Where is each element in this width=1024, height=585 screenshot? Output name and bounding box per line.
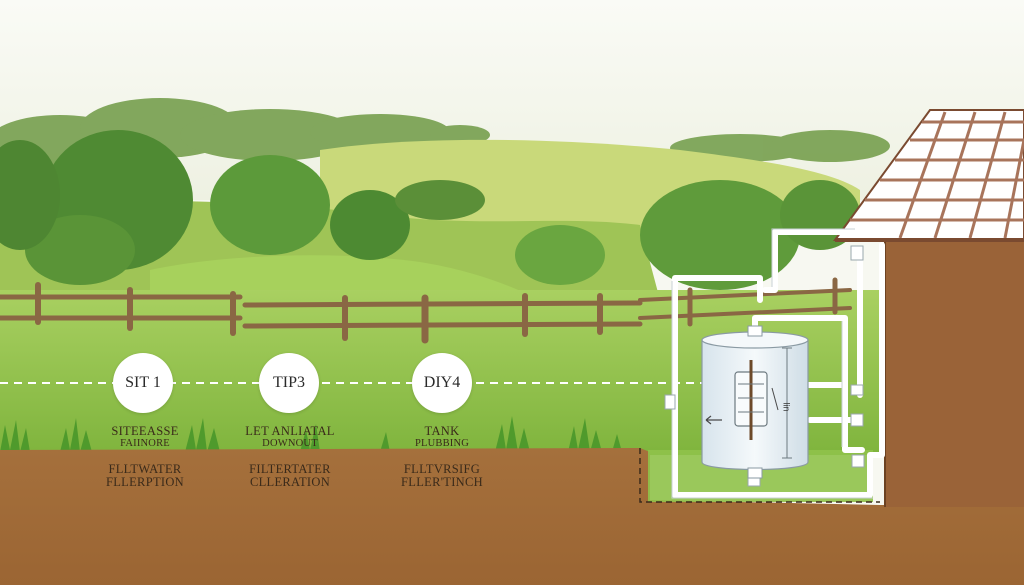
step-1-line-3: FLLTWATER	[108, 462, 182, 477]
step-circle-2: TIP3	[259, 353, 319, 413]
step-3-text: TANK PLUBBING FLLTVRSIFG FLLER'TINCH	[377, 424, 507, 490]
left-green-hill	[150, 255, 540, 300]
step-2-line-3: FILTERTATER	[249, 462, 331, 477]
step-1-line-4: FLLERPTION	[106, 475, 184, 490]
step-2-text: LET ANLIATAL DOWNOUT FILTERTATER CLLERAT…	[225, 424, 355, 490]
wooden-fence	[0, 277, 852, 344]
house-roof	[833, 109, 1024, 242]
step-3-line-3: FLLTVRSIFG	[403, 462, 481, 477]
step-1-line-1: SITEEASSE	[111, 424, 179, 438]
step-circle-1-label: SIT 1	[125, 374, 161, 391]
soil-cross-section	[0, 448, 1024, 585]
step-2-line-1: LET ANLIATAL	[245, 424, 335, 438]
step-2-line-2: DOWNOUT	[262, 438, 318, 450]
water-tank	[701, 325, 809, 479]
step-circle-3-label: DIY4	[423, 374, 461, 391]
step-3-line-1: TANK	[424, 424, 460, 438]
tank-volume-label: lin	[781, 402, 792, 412]
step-3-line-4: FLLER'TINCH	[401, 475, 483, 490]
tree-clusters	[0, 130, 860, 290]
step-1-line-2: FAIINORE	[120, 438, 170, 450]
step-circle-1: SIT 1	[113, 353, 173, 413]
pit-outline	[639, 448, 880, 503]
step-2-line-4: CLLERATION	[249, 475, 331, 490]
pipe-outlines	[671, 228, 873, 499]
house-wall	[885, 235, 1024, 507]
step-circle-2-label: TIP3	[273, 374, 305, 391]
step-3-line-2: PLUBBING	[414, 438, 470, 450]
plumbing-pipes	[672, 229, 885, 498]
grass-tufts	[0, 416, 622, 452]
step-circle-3: DIY4	[412, 353, 472, 413]
pipe-fittings	[664, 245, 865, 487]
step-1-text: SITEEASSE FAIINORE FLLTWATER FLLERPTION	[80, 424, 210, 490]
